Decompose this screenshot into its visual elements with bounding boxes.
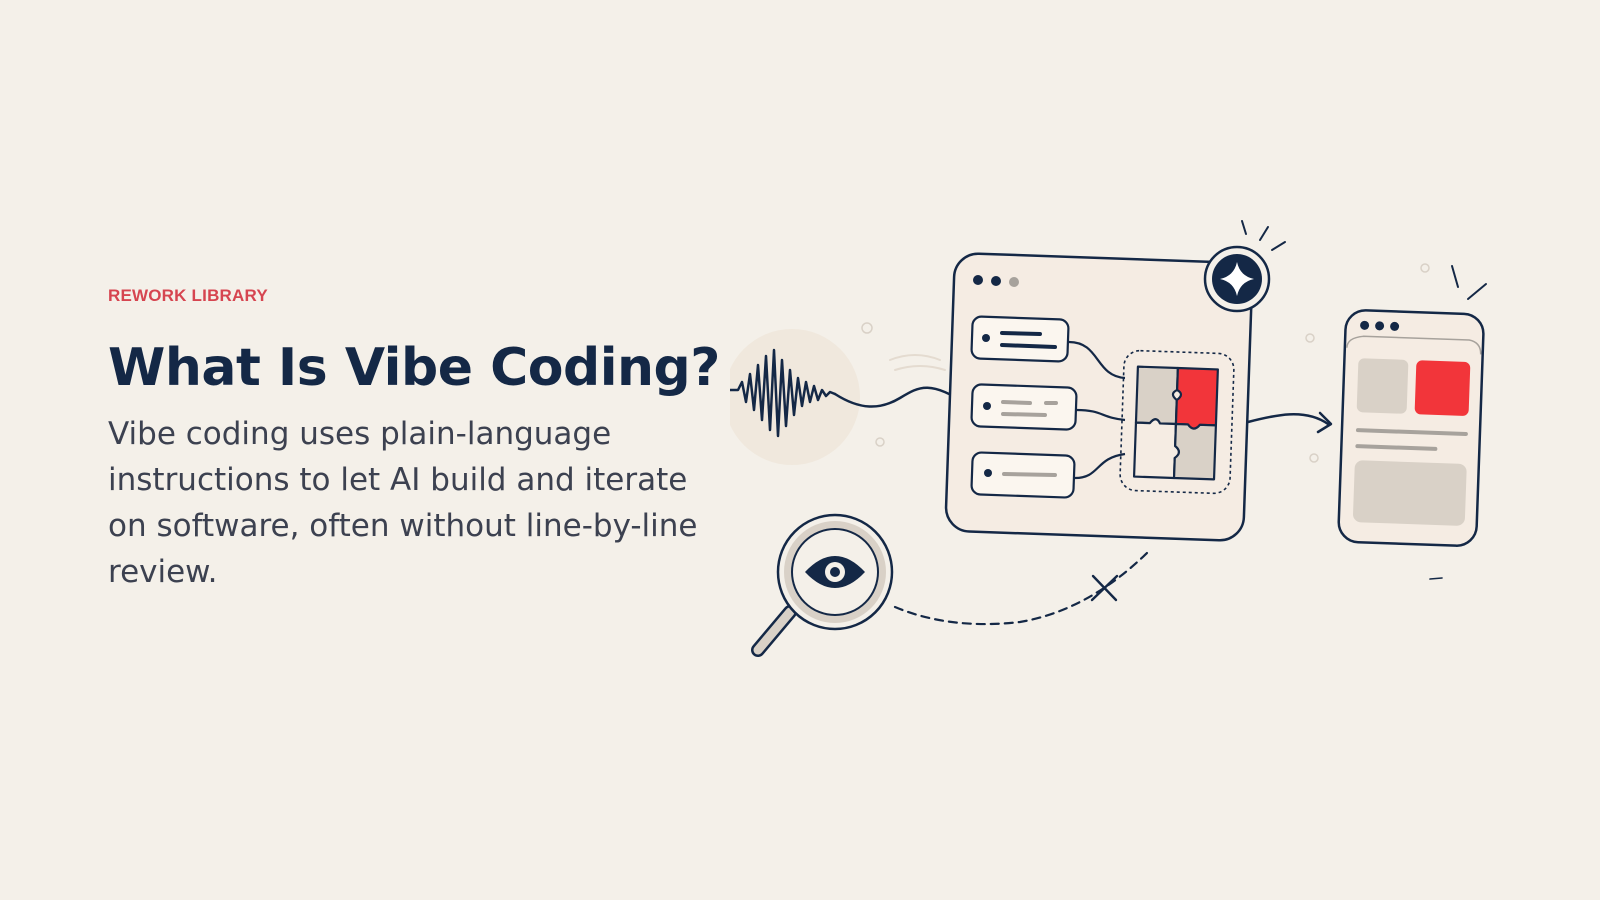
- puzzle-icon: [1132, 365, 1219, 481]
- decor-dot: [861, 322, 873, 334]
- window-dot: [991, 276, 1001, 286]
- row-connector: [1068, 340, 1126, 380]
- code-row: [970, 451, 1076, 499]
- page-title: What Is Vibe Coding?: [108, 338, 720, 398]
- window-dot: [1009, 277, 1019, 287]
- row-connector: [1076, 408, 1126, 422]
- arrow-right-icon: [1246, 411, 1333, 434]
- hero-illustration: [730, 220, 1487, 657]
- page-description: Vibe coding uses plain-language instruct…: [108, 416, 698, 591]
- decor-dot: [1309, 453, 1319, 463]
- hero-text: REWORK LIBRARY What Is Vibe Coding? Vibe…: [108, 286, 728, 595]
- main-editor-panel: [944, 252, 1254, 542]
- decor-dot: [1420, 263, 1430, 273]
- motion-marks: [889, 354, 946, 371]
- decor-dot: [1305, 333, 1315, 343]
- phone-accent: [1467, 283, 1487, 300]
- dashed-path: [893, 548, 1152, 626]
- eyebrow-label: REWORK LIBRARY: [108, 286, 268, 305]
- magnifier-eye-icon: [751, 513, 894, 657]
- code-row: [970, 383, 1078, 431]
- phone-accent: [1429, 577, 1443, 580]
- phone-accent: [1451, 265, 1459, 288]
- decor-dot: [875, 437, 885, 447]
- window-dot: [973, 275, 983, 285]
- row-connector: [1074, 452, 1126, 480]
- sparkle-badge-icon: [1203, 220, 1286, 313]
- cross-icon: [1090, 574, 1119, 602]
- waveform-icon: [730, 348, 837, 438]
- phone-preview: [1337, 309, 1485, 547]
- connector-line: [833, 386, 972, 408]
- code-row: [970, 315, 1070, 363]
